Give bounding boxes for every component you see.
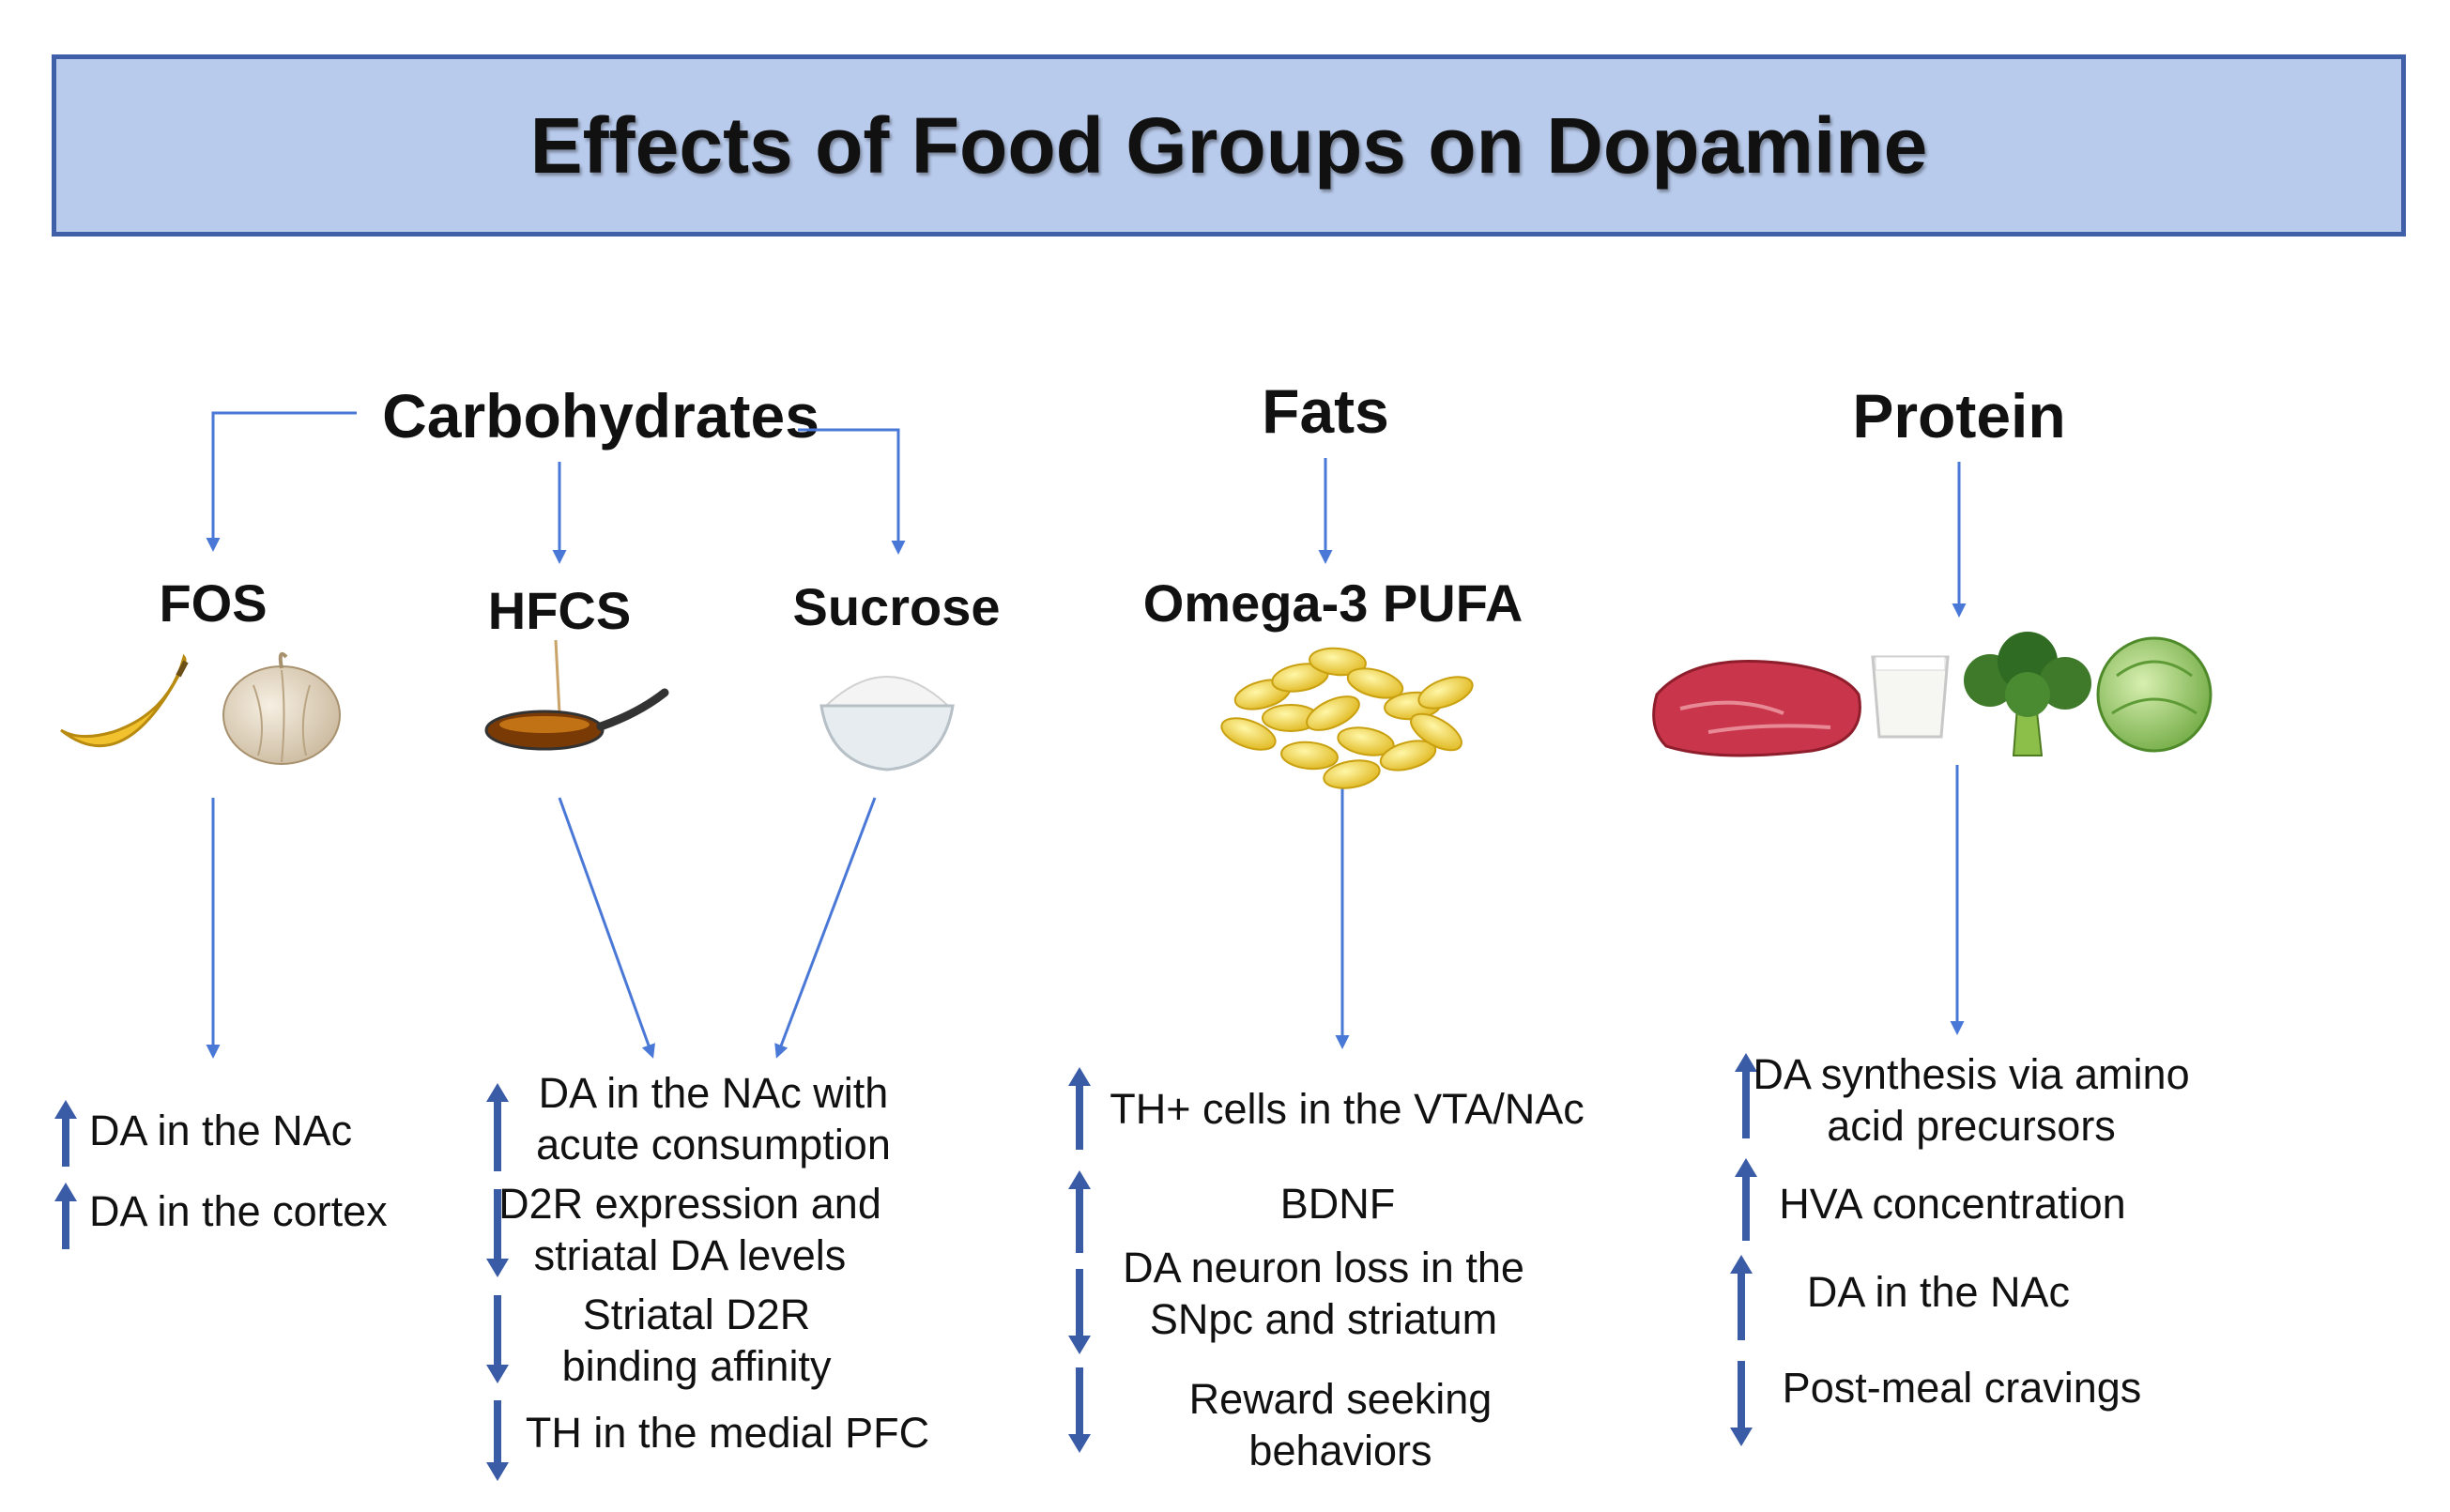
- fish-oil-capsules-image: [1220, 647, 1474, 789]
- up-arrow-icon: [54, 1183, 77, 1249]
- group-carbohydrates: Carbohydrates: [382, 381, 819, 451]
- effect-hfcs-sucrose-2: D2R expression and striatal DA levels: [498, 1180, 881, 1279]
- effect-protein-2: HVA concentration: [1779, 1180, 2126, 1228]
- group-fats: Fats: [1262, 376, 1389, 446]
- up-arrow-icon: [1068, 1067, 1091, 1150]
- diagram-title: Effects of Food Groups on Dopamine: [529, 100, 1928, 190]
- up-arrow-icon: [1735, 1053, 1757, 1138]
- up-arrow-icon: [54, 1100, 77, 1167]
- food-sucrose: Sucrose: [792, 577, 1001, 636]
- up-arrow-icon: [1735, 1158, 1757, 1241]
- effect-protein-4: Post-meal cravings: [1782, 1364, 2142, 1412]
- up-arrow-icon: [486, 1083, 509, 1171]
- effect-fos-2: DA in the cortex: [89, 1187, 388, 1235]
- connector-carbs-fos: [206, 411, 357, 552]
- effect-omega3-1: TH+ cells in the VTA/NAc: [1110, 1085, 1585, 1133]
- effect-hfcs-sucrose-3: Striatal D2R binding affinity: [561, 1291, 832, 1390]
- down-arrow-icon: [486, 1400, 509, 1481]
- effect-fos-1: DA in the NAc: [89, 1107, 353, 1154]
- broccoli-image: [1964, 632, 2091, 756]
- effect-protein-3: DA in the NAc: [1806, 1268, 2071, 1316]
- effect-omega3-2: BDNF: [1279, 1180, 1396, 1228]
- effect-protein-1: DA synthesis via amino acid precursors: [1753, 1050, 2190, 1150]
- food-fos: FOS: [159, 573, 268, 633]
- effect-omega3-3: DA neuron loss in the SNpc and striatum: [1123, 1244, 1524, 1343]
- red-meat-image: [1652, 659, 1861, 757]
- banana-image: [60, 653, 189, 747]
- milk-glass-image: [1871, 655, 1950, 739]
- up-arrow-icon: [1068, 1170, 1091, 1253]
- down-arrow-icon: [486, 1295, 509, 1383]
- title-banner: Effects of Food Groups on Dopamine: [52, 54, 2406, 237]
- effect-omega3-4: Reward seeking behaviors: [1188, 1375, 1493, 1474]
- connector-sucrose-effects: [774, 797, 877, 1059]
- connector-carbs-sucrose: [798, 428, 906, 555]
- down-arrow-icon: [1730, 1361, 1753, 1446]
- food-omega3-pufa: Omega-3 PUFA: [1142, 573, 1524, 633]
- connector-hfcs-effects: [558, 797, 655, 1059]
- effect-hfcs-sucrose-4: TH in the medial PFC: [525, 1409, 930, 1457]
- food-hfcs: HFCS: [487, 581, 632, 640]
- up-arrow-icon: [1730, 1255, 1753, 1340]
- cabbage-image: [2096, 636, 2213, 753]
- down-arrow-icon: [486, 1189, 509, 1277]
- group-protein: Protein: [1852, 381, 2066, 451]
- effect-hfcs-sucrose-1: DA in the NAc with acute consumption: [536, 1069, 891, 1168]
- garlic-image: [222, 652, 341, 765]
- syrup-spoon-image: [484, 639, 669, 751]
- sugar-bowl-image: [819, 676, 955, 771]
- down-arrow-icon: [1068, 1269, 1091, 1354]
- down-arrow-icon: [1068, 1367, 1091, 1453]
